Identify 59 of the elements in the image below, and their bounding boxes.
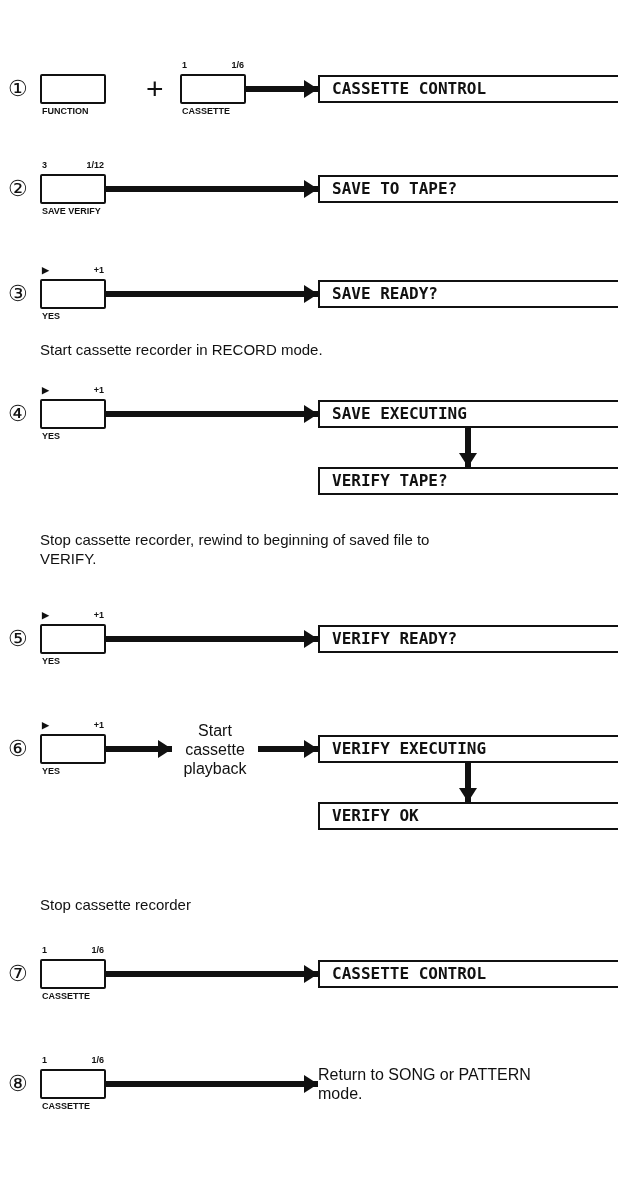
key-top-label: +1 <box>93 610 104 621</box>
key-top-label: +1 <box>93 385 104 396</box>
key-name-label: FUNCTION <box>42 106 89 117</box>
key-name-label: SAVE VERIFY <box>42 206 101 217</box>
instruction-text: Start cassette recorder in RECORD mode. <box>40 340 323 359</box>
instruction-text: Stop cassette recorder <box>40 895 191 914</box>
lcd-display: VERIFY OK <box>318 802 618 830</box>
arrow <box>106 740 172 758</box>
arrow <box>106 630 318 648</box>
arrow <box>106 965 318 983</box>
key-top-label: ▶ <box>42 610 49 621</box>
key-top-label: 1/6 <box>91 945 104 956</box>
key-name-label: CASSETTE <box>182 106 230 117</box>
step-number: ⑦ <box>8 962 28 986</box>
lcd-display: CASSETTE CONTROL <box>318 960 618 988</box>
step-number: ⑤ <box>8 627 28 651</box>
step-number: ⑥ <box>8 737 28 761</box>
arrow <box>258 740 318 758</box>
instruction-text: Stop cassette recorder, rewind to beginning of saved file to VERIFY. <box>40 530 431 568</box>
lcd-display: SAVE TO TAPE? <box>318 175 618 203</box>
step-number: ⑧ <box>8 1072 28 1096</box>
arrow <box>106 285 318 303</box>
plus-sign: + <box>146 74 164 104</box>
key-top-label: ▶ <box>42 385 49 396</box>
key-name-label: YES <box>42 656 60 667</box>
key-name-label: YES <box>42 766 60 777</box>
key-top-label: 1 <box>42 945 47 956</box>
key-top-label: ▶ <box>42 265 49 276</box>
arrow <box>459 428 477 467</box>
step-number: ③ <box>8 282 28 306</box>
key-top-label: 1 <box>42 1055 47 1066</box>
lcd-display: CASSETTE CONTROL <box>318 75 618 103</box>
step-number: ④ <box>8 402 28 426</box>
key-top-label: +1 <box>93 720 104 731</box>
arrow <box>106 1075 318 1093</box>
arrow <box>459 763 477 802</box>
step-number: ① <box>8 77 28 101</box>
key-top-label: 3 <box>42 160 47 171</box>
key-top-label: ▶ <box>42 720 49 731</box>
step-note: Return to SONG or PATTERN mode. <box>318 1065 578 1105</box>
key-top-label: 1/6 <box>91 1055 104 1066</box>
arrow <box>106 180 318 198</box>
key-name-label: YES <box>42 311 60 322</box>
arrow <box>106 405 318 423</box>
step-number: ② <box>8 177 28 201</box>
lcd-display: SAVE READY? <box>318 280 618 308</box>
key-top-label: 1 <box>182 60 187 71</box>
key-name-label: YES <box>42 431 60 442</box>
lcd-display: VERIFY READY? <box>318 625 618 653</box>
key-name-label: CASSETTE <box>42 1101 90 1112</box>
key-top-label: 1/12 <box>86 160 104 171</box>
lcd-display: VERIFY EXECUTING <box>318 735 618 763</box>
lcd-display: SAVE EXECUTING <box>318 400 618 428</box>
lcd-display: VERIFY TAPE? <box>318 467 618 495</box>
key-top-label: 1/6 <box>231 60 244 71</box>
key-name-label: CASSETTE <box>42 991 90 1002</box>
arrow <box>246 80 318 98</box>
key-top-label: +1 <box>93 265 104 276</box>
step-note: Start cassette playback <box>172 721 258 779</box>
